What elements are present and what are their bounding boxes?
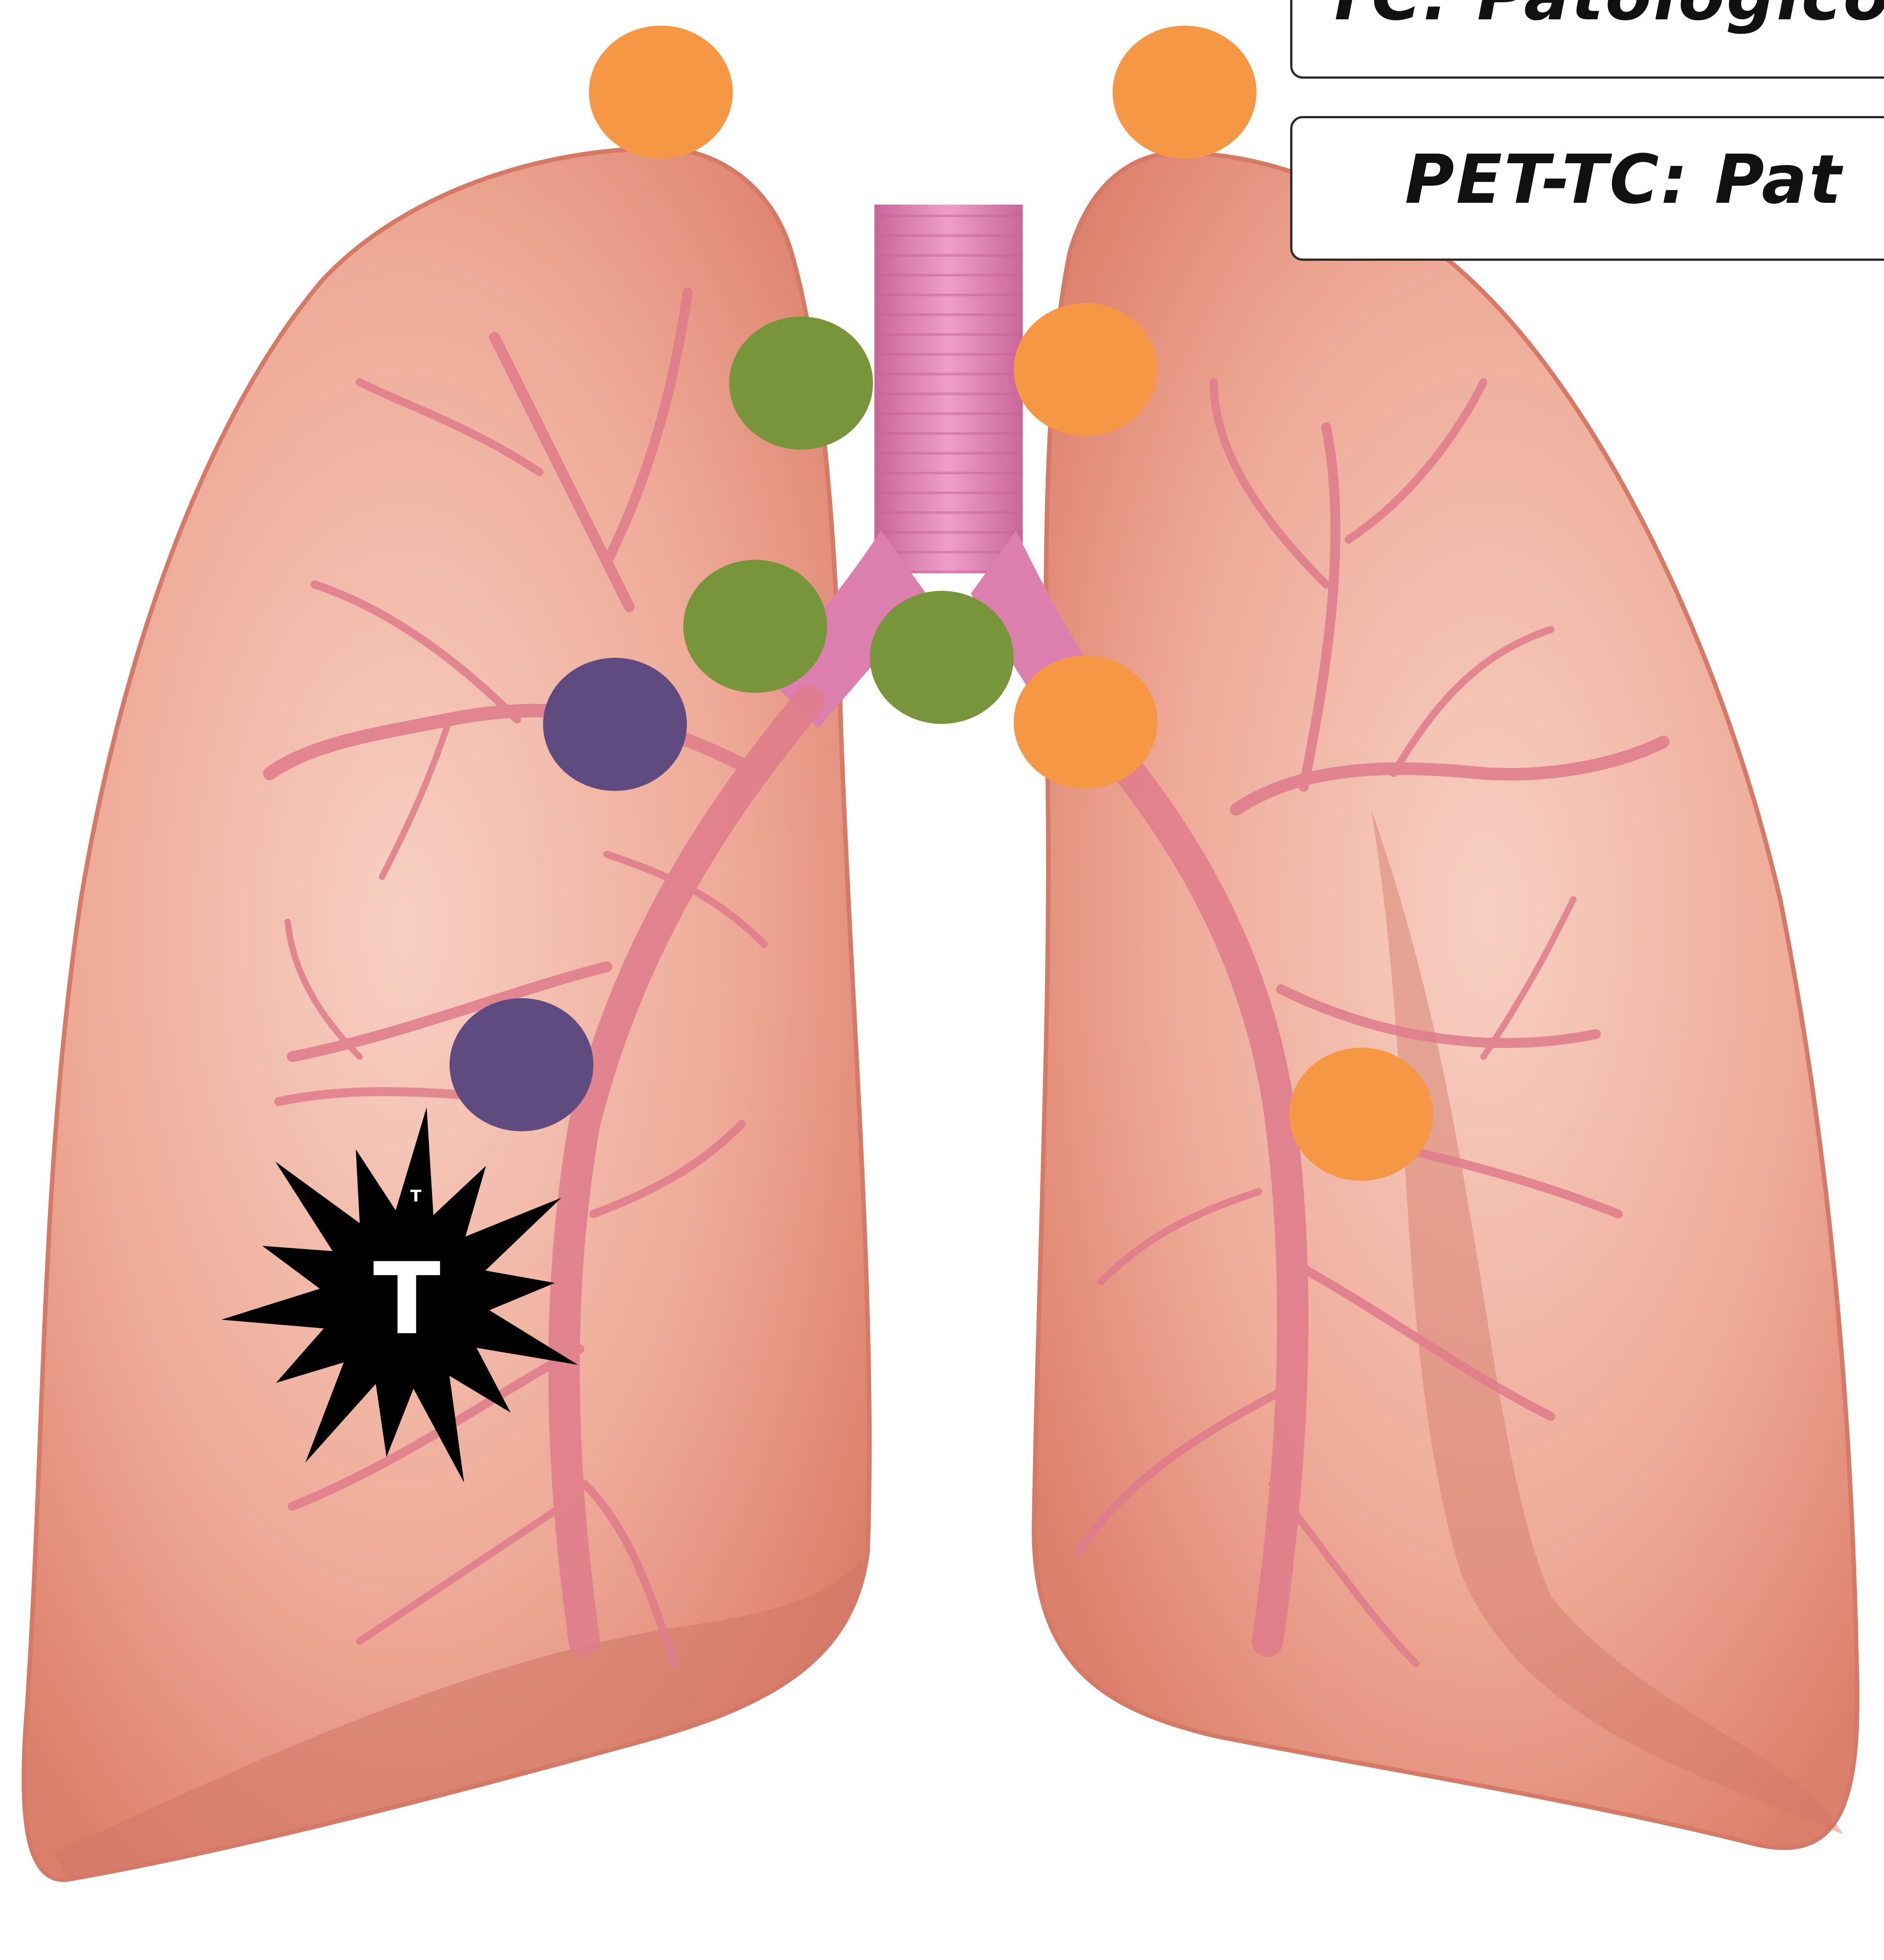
trachea-rings (874, 205, 1023, 573)
left-lung (1034, 153, 1857, 1848)
lymph-node-right-tracheobronchial (683, 560, 827, 693)
lymph-node-left-hilar (1014, 656, 1158, 789)
tumor-label: T (373, 1241, 441, 1357)
lymph-node-right-supraclavicular (589, 26, 733, 159)
lymph-node-left-interlobar (1289, 1048, 1433, 1181)
lymph-node-right-interlobar (450, 998, 593, 1131)
lymph-node-right-upper-paratracheal (729, 317, 873, 450)
tc-label-box: TC: Patológico (1290, 0, 1884, 79)
lymph-node-left-upper-paratracheal (1014, 303, 1158, 436)
tumor-small-label: T (410, 1187, 422, 1205)
tc-label-text: TC: Patológico (1324, 0, 1884, 36)
lymph-node-right-hilar (543, 658, 687, 791)
pet-tc-label-box: PET-TC: Pat (1290, 116, 1884, 261)
left-lung-body (1034, 153, 1857, 1848)
lymph-node-left-supraclavicular (1113, 26, 1256, 159)
pet-tc-label-text: PET-TC: Pat (1405, 141, 1843, 219)
lymph-node-subcarinal (870, 591, 1014, 724)
